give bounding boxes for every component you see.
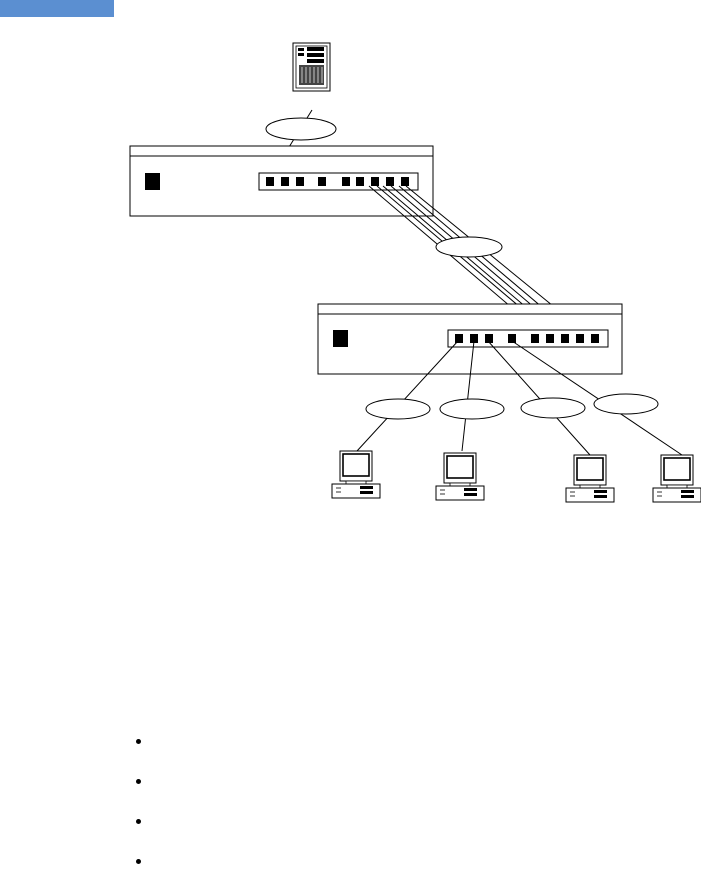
bullet-icon bbox=[136, 859, 141, 864]
port-icons bbox=[455, 334, 599, 343]
switch-led-icon bbox=[145, 173, 160, 190]
link-ellipse bbox=[435, 236, 503, 258]
link-ellipse bbox=[520, 397, 586, 419]
computer-icon bbox=[652, 454, 701, 503]
computer-icon bbox=[565, 454, 615, 503]
switch-2 bbox=[317, 303, 623, 375]
link-ellipse bbox=[593, 393, 659, 415]
bullet-icon bbox=[136, 819, 141, 824]
bullet-icon bbox=[136, 779, 141, 784]
switch-1 bbox=[129, 145, 434, 217]
computer-icon bbox=[435, 452, 485, 501]
bullet-icon bbox=[136, 739, 141, 744]
port-icons bbox=[266, 177, 409, 186]
header-accent-tab bbox=[0, 0, 114, 17]
link-ellipse bbox=[439, 398, 505, 420]
network-diagram bbox=[129, 42, 701, 503]
server-icon bbox=[292, 42, 331, 92]
computer-icon bbox=[331, 450, 381, 499]
pc-links bbox=[356, 340, 683, 456]
switch-led-icon bbox=[333, 330, 348, 347]
link-ellipse bbox=[365, 398, 431, 420]
link-ellipse bbox=[265, 117, 337, 141]
